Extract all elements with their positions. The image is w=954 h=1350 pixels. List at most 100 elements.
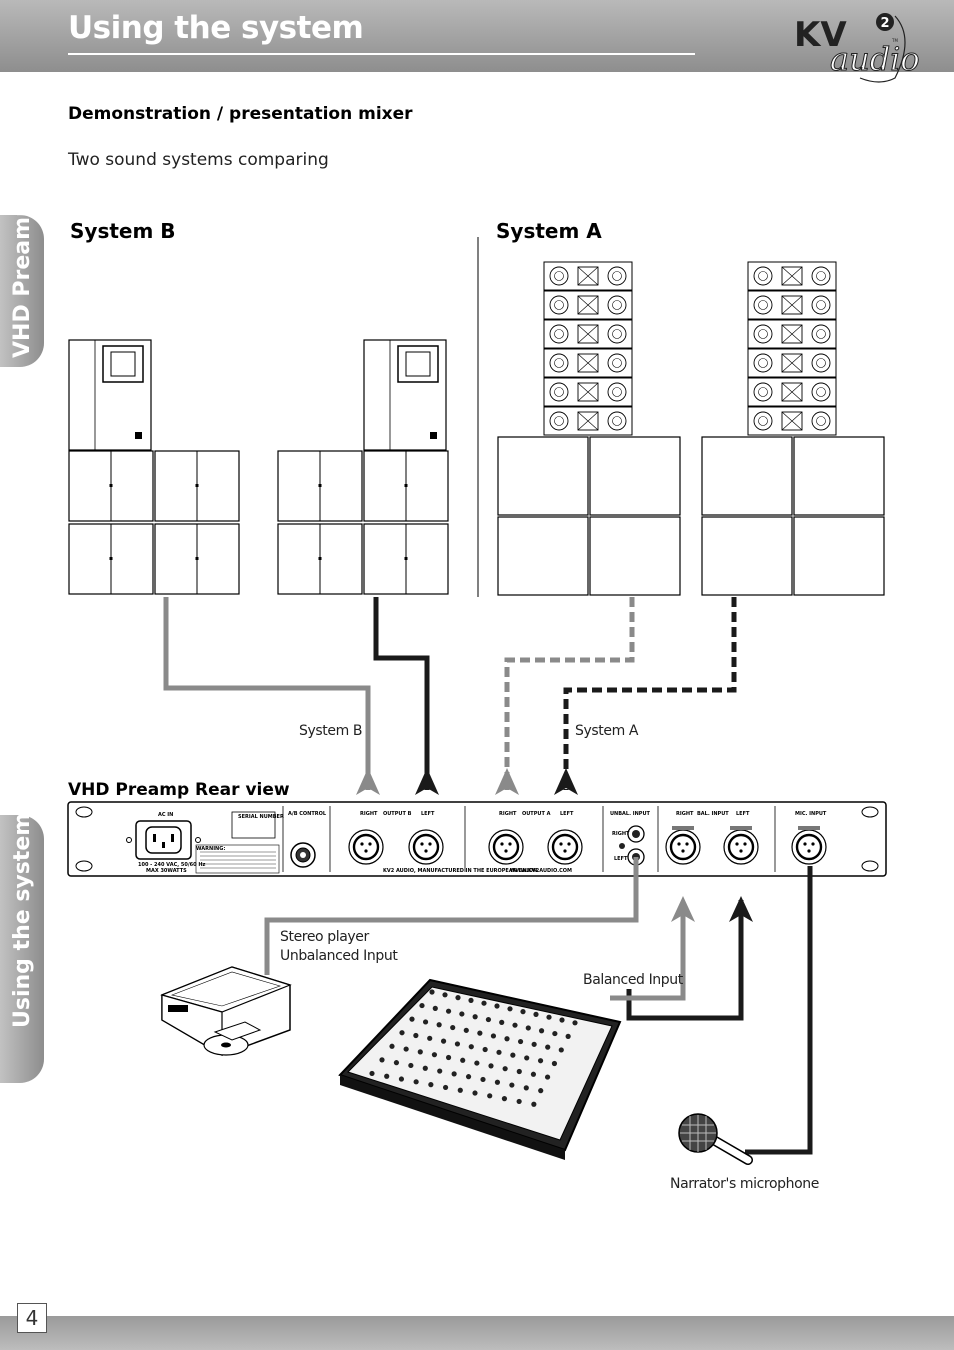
logo-superscript: 2 — [880, 16, 889, 31]
mixer-knob — [544, 1074, 551, 1080]
panel-power-spec: 100 - 240 VAC, 50/60 Hz — [138, 862, 206, 868]
mixer-knob — [445, 1054, 452, 1061]
mixer-knob — [408, 1062, 414, 1069]
cable-mixer-out-left — [610, 902, 686, 1001]
stereo-player — [160, 966, 292, 1057]
mixer-knob — [431, 1052, 438, 1058]
logo-script: audio — [830, 40, 920, 78]
panel-output-b: OUTPUT B — [383, 811, 412, 817]
mixer-knob — [409, 1016, 415, 1022]
mixer-knob — [468, 1044, 474, 1050]
mixer-knob — [524, 1055, 530, 1061]
side-tab-vhd-preamp[interactable]: VHD Preamp — [0, 201, 44, 367]
mixer-knob — [460, 1057, 466, 1063]
kv2-audio-logo: KV audio 2 TM — [794, 13, 920, 83]
cable-microphone — [745, 866, 813, 1155]
mixer-knob — [472, 1090, 478, 1096]
mixer-knob — [428, 1082, 434, 1088]
mixer-knob — [413, 1079, 419, 1085]
mixer-knob — [389, 1043, 395, 1049]
panel-website: WWW.KV2AUDIO.COM — [510, 868, 572, 874]
page-footer — [0, 1316, 954, 1350]
panel-unbal-input: UNBAL. INPUT — [610, 811, 651, 817]
mixer-knob — [523, 1085, 529, 1091]
mixer-knob — [417, 1049, 423, 1055]
mixer-knob — [552, 1030, 558, 1037]
mixer-knob — [525, 1025, 531, 1031]
mixer-knob — [384, 1073, 390, 1079]
mixer-knob — [413, 1032, 419, 1039]
mixer-knob — [499, 1019, 505, 1025]
side-tab-using-the-system[interactable]: Using the system — [0, 813, 44, 1083]
mixer-knob — [422, 1065, 428, 1071]
panel-unbal-left: LEFT — [614, 856, 628, 862]
system-b-heading: System B — [70, 219, 176, 243]
mixer-knob — [437, 1068, 443, 1074]
mixer-knob — [482, 1046, 488, 1053]
mixer-knob — [442, 1084, 449, 1091]
mixer-knob — [393, 1060, 400, 1066]
mixer-knob — [516, 1098, 522, 1105]
cable-system-a-left — [504, 597, 635, 790]
page-header: Using the system — [0, 0, 954, 72]
mixer-knob — [551, 1060, 558, 1067]
panel-mic-input: MIC. INPUT — [795, 811, 827, 817]
cable-system-b-left — [163, 597, 371, 790]
mixer-knob — [509, 1082, 515, 1088]
mixer-knob — [530, 1071, 537, 1077]
mixer-knob — [545, 1044, 551, 1050]
logo-circle — [876, 13, 894, 31]
panel-unbal-right: RIGHT — [612, 831, 630, 837]
narrator-microphone — [678, 1113, 753, 1165]
mixer-knob — [454, 1041, 461, 1047]
mixer-knob — [442, 992, 448, 998]
system-a-right-array — [701, 261, 885, 596]
panel-output-a-left: LEFT — [560, 811, 574, 817]
mixer-knob — [572, 1020, 578, 1026]
panel-bal-left: LEFT — [736, 811, 750, 817]
mixer-knob — [463, 1027, 469, 1033]
cable-label-system-a: System A — [575, 723, 639, 739]
mixer-knob — [546, 1014, 552, 1020]
mixer-knob — [398, 1076, 405, 1082]
mixer-knob — [459, 1011, 465, 1017]
mixer-knob — [480, 1076, 486, 1083]
label-balanced-input: Balanced Input — [583, 972, 683, 988]
mixer-knob — [465, 1074, 472, 1080]
cable-stereo-player — [264, 857, 639, 975]
mixer-knob — [427, 1035, 433, 1041]
mixer-knob — [565, 1033, 571, 1039]
mixer-knob — [399, 1030, 405, 1036]
mixer-knob — [445, 1008, 452, 1014]
mixer-knob — [422, 1019, 429, 1025]
mixing-console — [338, 978, 622, 1160]
mixer-knob — [538, 1088, 544, 1094]
label-narrator-microphone: Narrator's microphone — [670, 1176, 819, 1192]
mixer-knob — [474, 1060, 480, 1066]
mixer-knob — [502, 1066, 508, 1072]
mixer-knob — [440, 1038, 447, 1044]
system-b-left-stack — [68, 339, 240, 595]
mixer-knob — [450, 1024, 456, 1031]
mixer-knob — [477, 1030, 483, 1036]
cable-system-b-right — [373, 597, 430, 790]
cable-label-system-b: System B — [299, 723, 363, 739]
panel-max-watts: MAX 30WATTS — [146, 868, 187, 874]
page-title: Using the system — [68, 10, 364, 46]
mixer-knob — [379, 1057, 385, 1063]
mixer-knob — [507, 1006, 513, 1012]
panel-warning: WARNING: — [196, 846, 225, 852]
mixer-knob — [403, 1046, 409, 1052]
panel-bal-input: BAL. INPUT — [697, 811, 729, 817]
mixer-knob — [369, 1070, 375, 1077]
mixer-knob — [520, 1009, 526, 1015]
mixer-knob — [510, 1052, 516, 1058]
mixer-knob — [538, 1028, 545, 1034]
page-number: 4 — [17, 1303, 47, 1333]
mixer-knob — [485, 1016, 492, 1023]
mixer-knob — [487, 1093, 493, 1099]
mixer-knob — [468, 997, 474, 1004]
mixer-knob — [537, 1058, 544, 1064]
mixer-knob — [531, 1041, 537, 1047]
